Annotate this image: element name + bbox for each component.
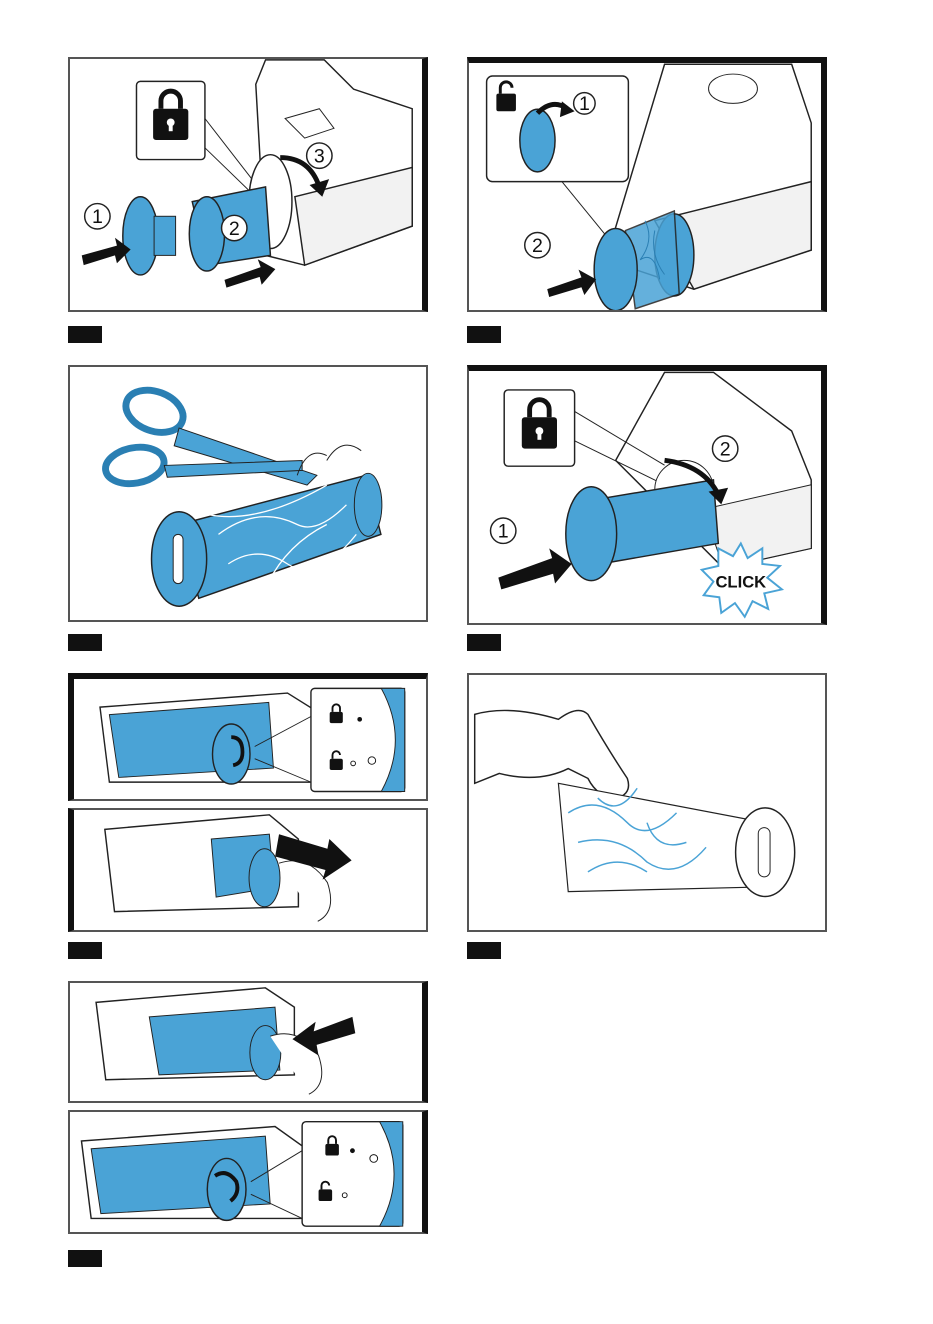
click-label: CLICK — [715, 572, 766, 591]
end-cap — [123, 197, 158, 275]
scissors-icon — [103, 383, 317, 488]
figure-remove-in-device — [68, 808, 428, 932]
figure-5a-illustration — [74, 679, 426, 799]
step-number: 1 — [498, 521, 509, 543]
figure-tag — [68, 634, 102, 651]
figure-6-illustration — [469, 675, 825, 930]
figure-7a-illustration — [70, 983, 422, 1101]
end-cap — [594, 229, 637, 310]
figure-2-illustration: 1 2 — [469, 63, 821, 310]
figure-tag — [467, 634, 501, 651]
figure-lock-in-device — [68, 1110, 428, 1234]
figure-insert-in-device — [68, 981, 428, 1103]
hand-icon — [475, 710, 629, 798]
figure-reinsert-roller: 2 1 CLICK — [467, 365, 827, 625]
figure-3-illustration — [70, 367, 426, 620]
end-cap — [566, 487, 617, 581]
figure-tag — [68, 1250, 102, 1267]
end-cap — [213, 724, 251, 784]
arrow-pull — [547, 270, 596, 297]
figure-7b-illustration — [70, 1112, 422, 1232]
unlock-callout — [487, 76, 629, 182]
figure-5b-illustration — [74, 810, 426, 930]
figure-unlock-in-device — [68, 673, 428, 801]
step-number: 1 — [579, 93, 590, 115]
figure-remove-hair-by-hand — [467, 673, 827, 932]
figure-tag — [68, 942, 102, 959]
step-number: 3 — [314, 146, 325, 168]
figure-1-illustration: 1 2 3 — [70, 59, 422, 310]
figure-cut-hair — [68, 365, 428, 622]
figure-pull-out-roller: 1 2 — [467, 57, 827, 312]
figure-remove-roller-cap: 1 2 3 — [68, 57, 428, 312]
step-number: 2 — [720, 438, 731, 460]
arrow-push — [498, 548, 571, 589]
step-number: 1 — [92, 206, 103, 228]
figure-tag — [467, 326, 501, 343]
end-cap — [207, 1158, 246, 1220]
figure-tag — [68, 326, 102, 343]
figure-tag — [467, 942, 501, 959]
figure-4-illustration: 2 1 CLICK — [469, 371, 821, 623]
arrow-push — [224, 259, 275, 287]
step-number: 2 — [532, 235, 543, 257]
step-number: 2 — [229, 218, 240, 240]
roller-part — [179, 475, 381, 598]
